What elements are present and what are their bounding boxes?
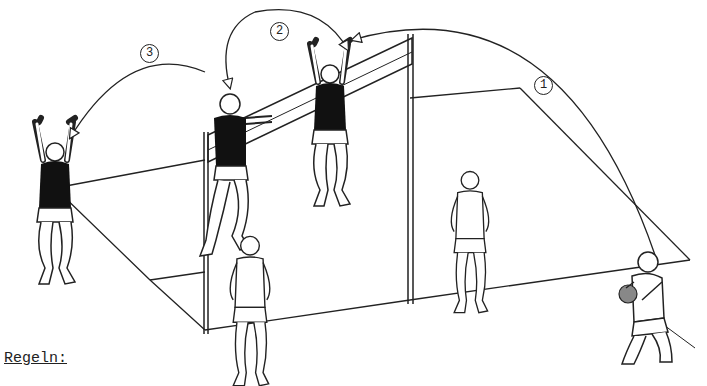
player bbox=[200, 94, 272, 256]
player bbox=[310, 40, 350, 206]
callout-number: 2 bbox=[270, 22, 289, 41]
player bbox=[451, 172, 488, 313]
player bbox=[230, 236, 270, 385]
heading-text: Regeln: bbox=[4, 350, 67, 367]
court-lines bbox=[55, 88, 695, 348]
player bbox=[35, 118, 75, 284]
server-player bbox=[619, 252, 672, 364]
callout-number: 1 bbox=[534, 76, 553, 95]
callout-number: 3 bbox=[140, 44, 159, 63]
ball-path bbox=[70, 10, 655, 255]
